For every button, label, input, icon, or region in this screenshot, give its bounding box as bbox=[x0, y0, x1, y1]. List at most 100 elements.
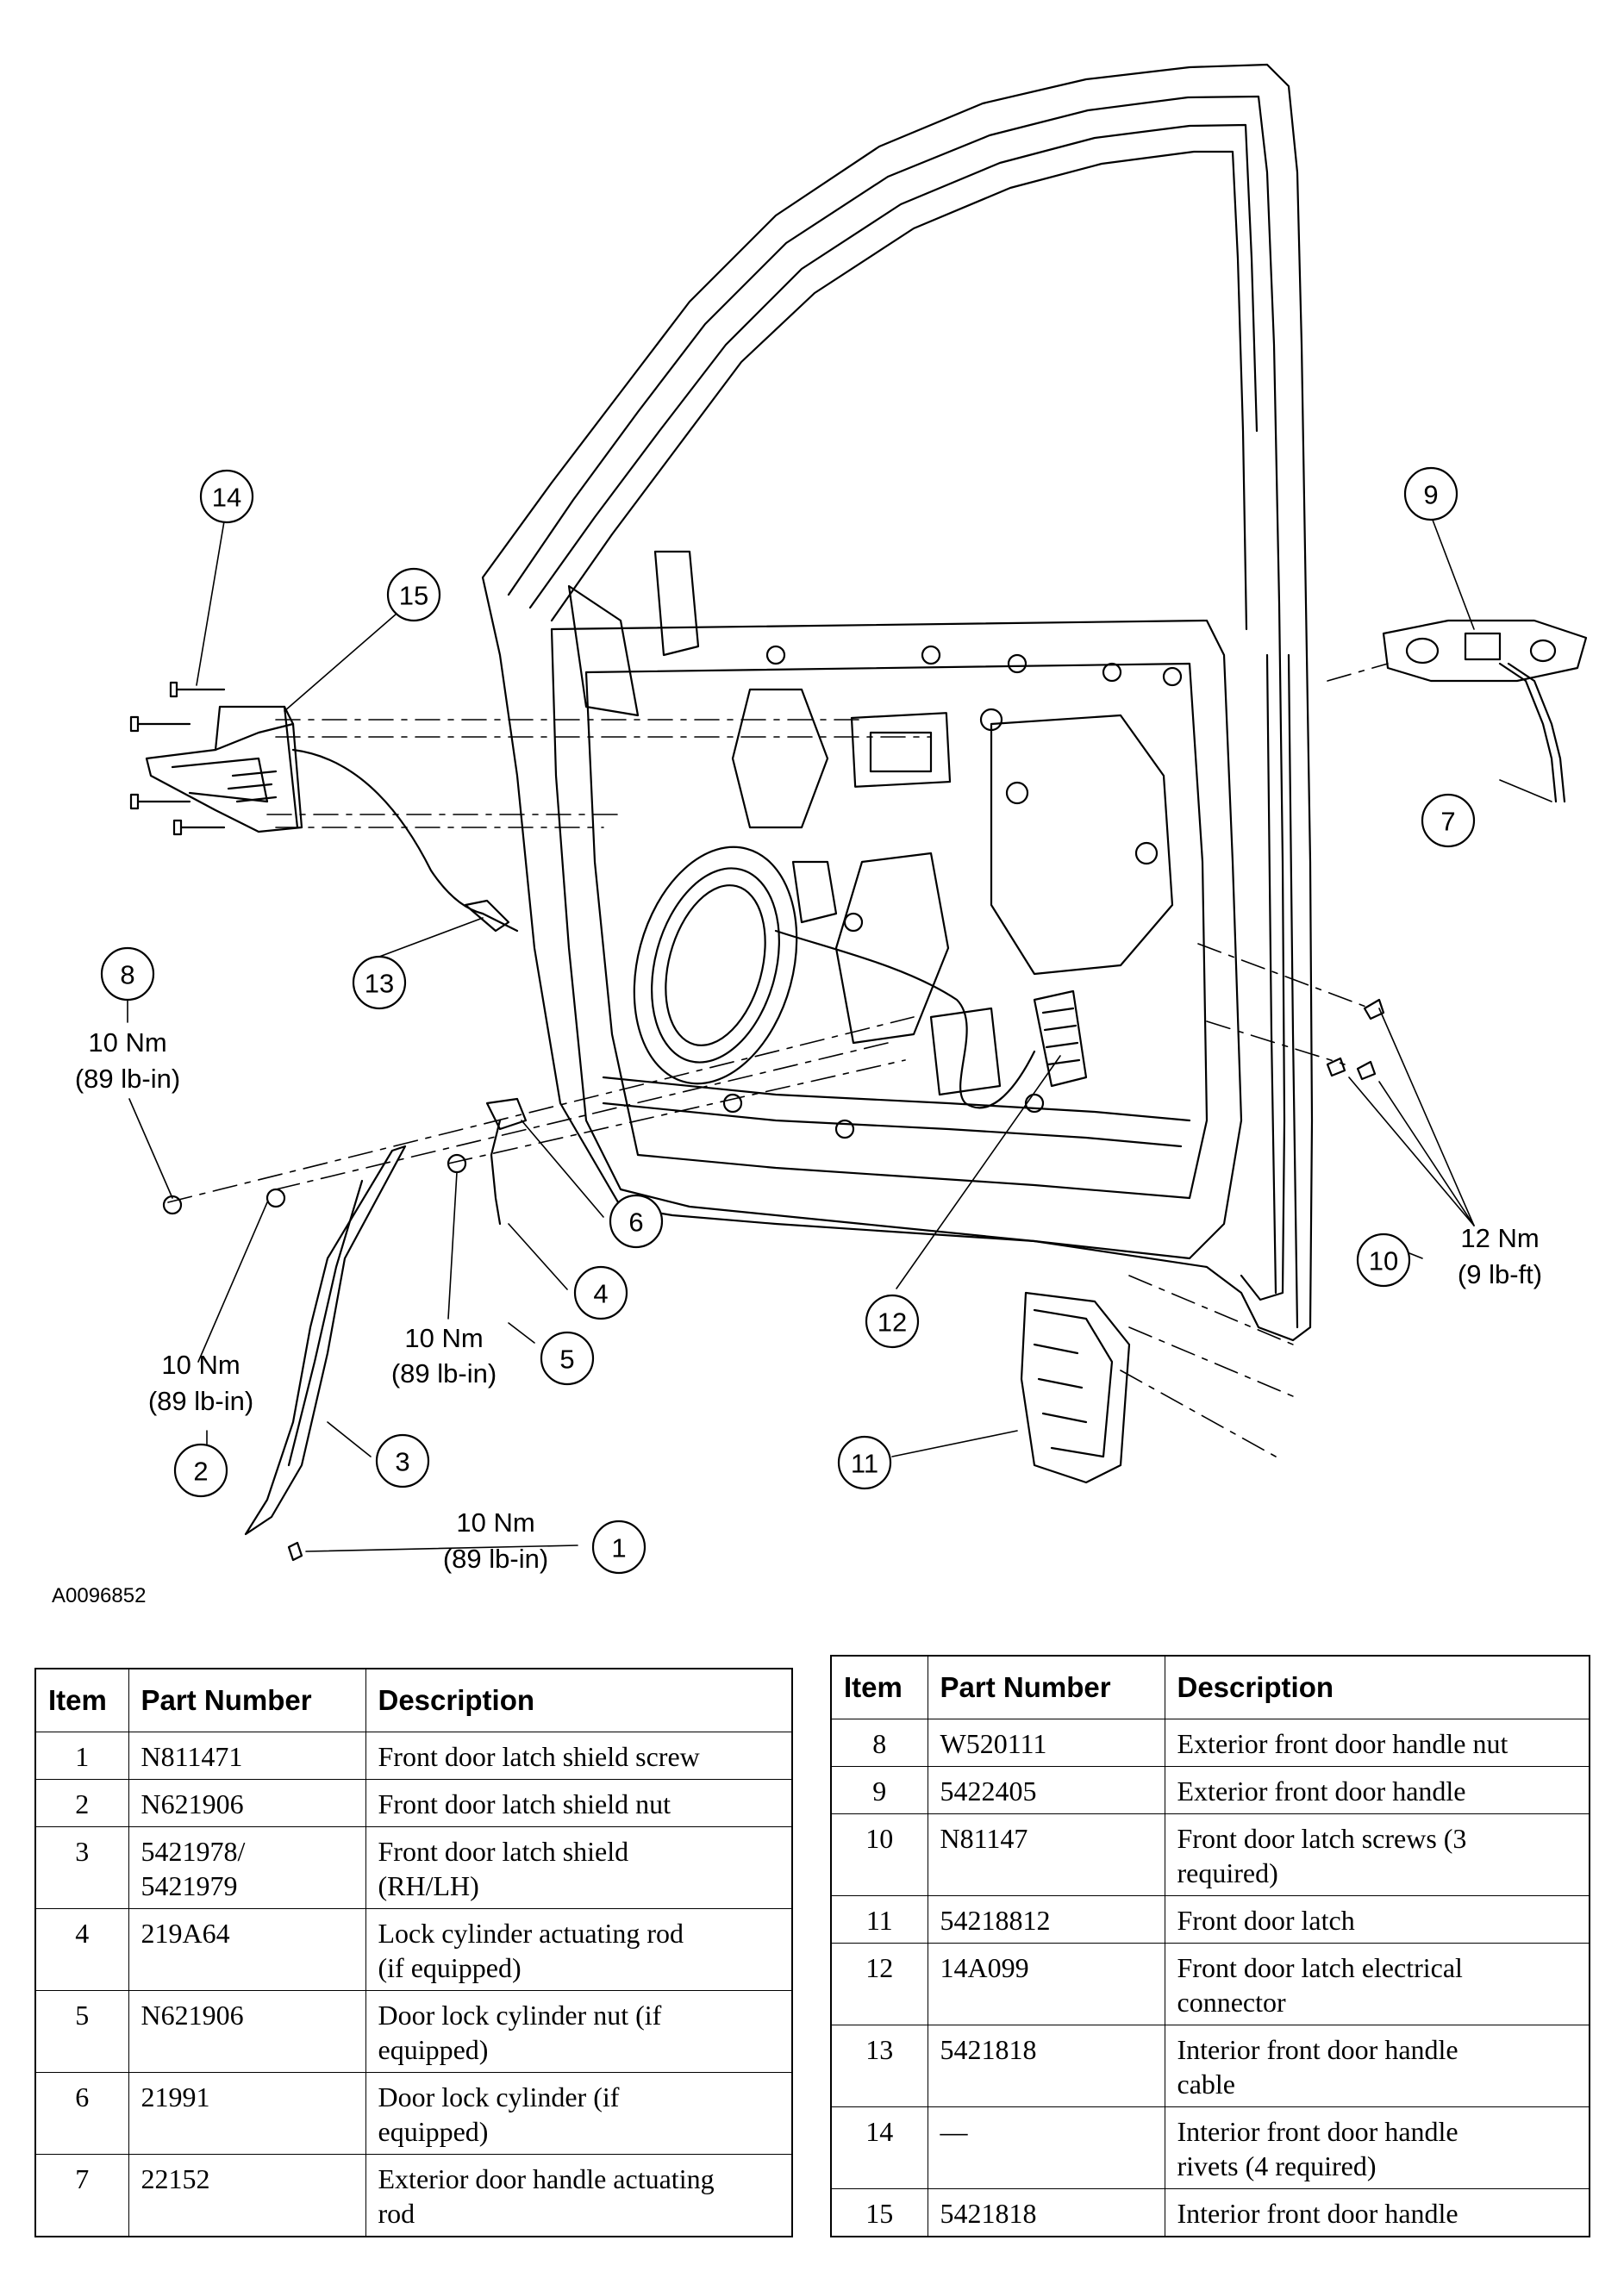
part-number-cell: 5421978/5421979 bbox=[128, 1826, 366, 1909]
callout-3-number: 3 bbox=[395, 1447, 409, 1477]
callout-1-number: 1 bbox=[611, 1533, 626, 1563]
inner-panel bbox=[550, 619, 1243, 1260]
table-header-row: Item Part Number Description bbox=[830, 1655, 1590, 1719]
torque-1-lbin: (89 lb-in) bbox=[443, 1544, 548, 1574]
torque-10-nm: 12 Nm bbox=[1460, 1223, 1539, 1253]
part-number-cell: 5421818 bbox=[927, 2188, 1165, 2237]
part-number-cell: N811471 bbox=[128, 1732, 366, 1780]
figure-id: A0096852 bbox=[52, 1584, 147, 1607]
exterior-handle-rod bbox=[1498, 662, 1558, 803]
callout-9-number: 9 bbox=[1423, 480, 1438, 510]
description-cell: Front door latch shield(RH/LH) bbox=[365, 1826, 793, 1909]
torque-8-nm: 10 Nm bbox=[88, 1027, 166, 1058]
part-number-cell: 5421818 bbox=[927, 2025, 1165, 2107]
callout-6-number: 6 bbox=[628, 1208, 643, 1238]
description-cell: Front door latch shield screw bbox=[365, 1732, 793, 1780]
description-cell: Exterior front door handle bbox=[1164, 1766, 1590, 1814]
item-cell: 12 bbox=[830, 1943, 928, 2025]
part-number-cell: N621906 bbox=[128, 1990, 366, 2073]
latch-screws bbox=[1326, 998, 1385, 1081]
torque-5-lbin: (89 lb-in) bbox=[391, 1358, 497, 1388]
lock-cylinder bbox=[485, 1097, 528, 1131]
item-cell: 15 bbox=[830, 2188, 928, 2237]
callout-10-number: 10 bbox=[1369, 1246, 1398, 1276]
item-cell: 7 bbox=[34, 2154, 129, 2237]
item-cell: 14 bbox=[830, 2106, 928, 2189]
door-frame bbox=[481, 63, 1314, 1342]
interior-door-handle bbox=[145, 722, 303, 833]
header-part-number: Part Number bbox=[927, 1655, 1165, 1719]
exterior-door-handle bbox=[1382, 619, 1588, 683]
callout-7-number: 7 bbox=[1440, 807, 1455, 837]
lock-cylinder-rod bbox=[490, 1119, 502, 1226]
callout-12-number: 12 bbox=[878, 1307, 907, 1338]
torque-2-nm: 10 Nm bbox=[161, 1350, 240, 1380]
torque-1-nm: 10 Nm bbox=[456, 1507, 534, 1538]
header-part-number: Part Number bbox=[128, 1668, 366, 1732]
door-assembly-diagram: 14 15 9 7 8 13 6 4 5 2 3 1 12 11 10 10 N… bbox=[75, 63, 1588, 1575]
part-number-cell: W520111 bbox=[927, 1719, 1165, 1767]
callout-8-number: 8 bbox=[120, 960, 134, 990]
header-description: Description bbox=[365, 1668, 793, 1732]
item-cell: 10 bbox=[830, 1813, 928, 1896]
rivets bbox=[129, 681, 226, 836]
callout-2-number: 2 bbox=[193, 1457, 208, 1487]
header-item: Item bbox=[34, 1668, 129, 1732]
part-number-cell: 14A099 bbox=[927, 1943, 1165, 2025]
description-cell: Exterior front door handle nut bbox=[1164, 1719, 1590, 1767]
torque-5-nm: 10 Nm bbox=[404, 1323, 483, 1353]
front-door-latch-shield bbox=[244, 1145, 407, 1536]
item-cell: 3 bbox=[34, 1826, 129, 1909]
part-number-cell: 5422405 bbox=[927, 1766, 1165, 1814]
item-cell: 2 bbox=[34, 1779, 129, 1827]
panel-holes bbox=[722, 645, 1183, 1139]
part-number-cell: — bbox=[927, 2106, 1165, 2189]
header-description: Description bbox=[1164, 1655, 1590, 1719]
part-number-cell: 54218812 bbox=[927, 1895, 1165, 1944]
part-number-cell: N621906 bbox=[128, 1779, 366, 1827]
description-cell: Front door latch bbox=[1164, 1895, 1590, 1944]
callout-4-number: 4 bbox=[593, 1279, 608, 1309]
item-cell: 1 bbox=[34, 1732, 129, 1780]
part-number-cell: 219A64 bbox=[128, 1908, 366, 1991]
item-cell: 5 bbox=[34, 1990, 129, 2073]
front-door-latch bbox=[1020, 1291, 1131, 1484]
torque-2-lbin: (89 lb-in) bbox=[148, 1386, 253, 1416]
callout-5-number: 5 bbox=[559, 1345, 574, 1375]
speaker bbox=[651, 867, 780, 1064]
interior-handle-cable bbox=[291, 748, 519, 933]
part-number-cell: 21991 bbox=[128, 2072, 366, 2155]
item-cell: 6 bbox=[34, 2072, 129, 2155]
header-item: Item bbox=[830, 1655, 928, 1719]
latch-electrical-connector bbox=[1033, 989, 1088, 1088]
table-header-row: Item Part Number Description bbox=[34, 1668, 793, 1732]
part-number-cell: N81147 bbox=[927, 1813, 1165, 1896]
item-cell: 8 bbox=[830, 1719, 928, 1767]
item-cell: 9 bbox=[830, 1766, 928, 1814]
